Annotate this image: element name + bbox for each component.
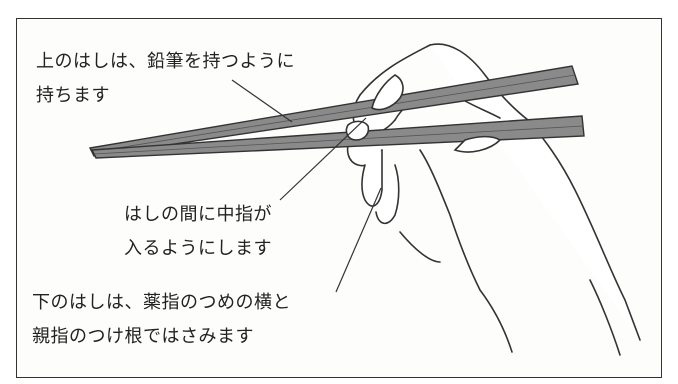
lower-chopstick (90, 115, 585, 159)
leader-line-upper (231, 79, 293, 123)
caption-lower-line1: 下のはしは、薬指のつめの横と (32, 292, 291, 313)
caption-lower-chopstick: 下のはしは、薬指のつめの横と 親指のつけ根ではさみます (32, 286, 291, 354)
caption-middle-line2: 入るようにします (124, 238, 272, 259)
leader-lines (231, 79, 382, 293)
caption-upper-chopstick: 上のはしは、鉛筆を持つように 持ちます (36, 45, 295, 113)
upper-chopstick (88, 65, 579, 157)
fingertips (345, 74, 502, 153)
caption-upper-line2: 持ちます (36, 85, 110, 106)
leader-line-middle (279, 117, 367, 201)
caption-middle-line1: はしの間に中指が (124, 204, 272, 225)
caption-lower-line2: 親指のつけ根ではさみます (32, 326, 254, 347)
leader-line-lower (335, 187, 382, 293)
caption-upper-line1: 上のはしは、鉛筆を持つように (36, 51, 295, 72)
caption-middle-finger: はしの間に中指が 入るようにします (124, 198, 272, 266)
